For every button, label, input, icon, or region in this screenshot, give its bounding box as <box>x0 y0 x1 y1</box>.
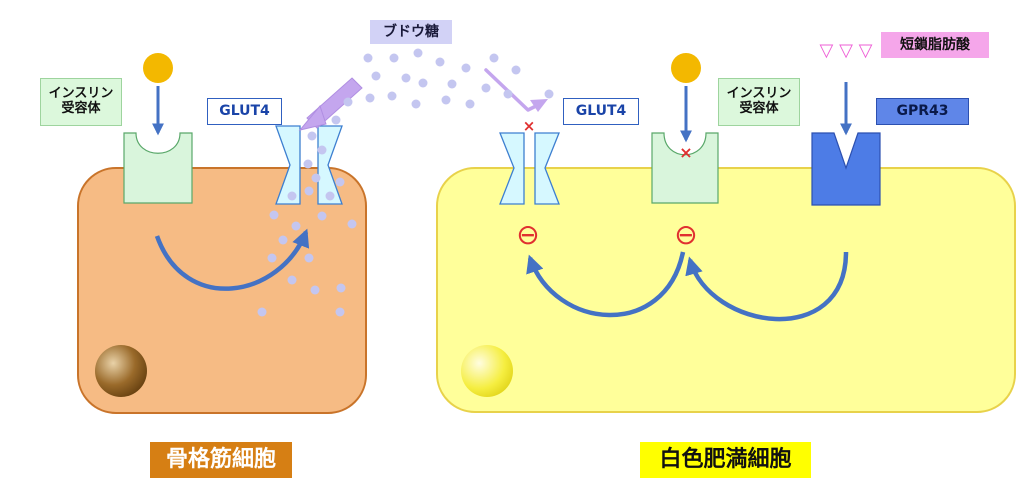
scfa-triangles: ▽ ▽ ▽ <box>820 40 873 61</box>
fat-signal-arrow-insulin <box>526 251 686 318</box>
gpr43-receptor <box>811 132 881 206</box>
fat-signal-arrow-gpr43 <box>685 251 849 322</box>
glut4-transporter-right <box>499 132 560 205</box>
block-mark-glut4: × <box>523 117 536 135</box>
scfa-label: 短鎖脂肪酸 <box>881 32 989 58</box>
gpr43-label: GPR43 <box>876 98 969 125</box>
fat-cell-title: 白色肥満細胞 <box>640 442 811 478</box>
muscle-nucleus <box>95 345 147 397</box>
muscle-signal-arrow <box>154 228 310 291</box>
glucose-dots <box>257 48 554 317</box>
fat-cell-body <box>436 167 1016 413</box>
fat-nucleus <box>461 345 513 397</box>
insulin-receptor-label-left: インスリン 受容体 <box>40 78 122 126</box>
glut4-label-left: GLUT4 <box>207 98 282 125</box>
insulin-dot-left <box>143 53 173 83</box>
insulin-receptor-right <box>651 132 719 204</box>
muscle-cell-title: 骨格筋細胞 <box>150 442 292 478</box>
insulin-dot-right <box>671 53 701 83</box>
glucose-arrow-right <box>484 68 548 112</box>
insulin-receptor-label-right: インスリン 受容体 <box>718 78 800 126</box>
inhibit-symbol-right: ⊖ <box>674 218 697 251</box>
glut4-transporter-left <box>275 125 343 205</box>
insulin-receptor-left <box>123 132 193 204</box>
inhibit-symbol-left: ⊖ <box>516 218 539 251</box>
block-mark-insulin: × <box>679 143 692 162</box>
glucose-label: ブドウ糖 <box>370 20 452 44</box>
glucose-arrow-left <box>298 77 363 131</box>
glut4-label-right: GLUT4 <box>563 98 639 125</box>
